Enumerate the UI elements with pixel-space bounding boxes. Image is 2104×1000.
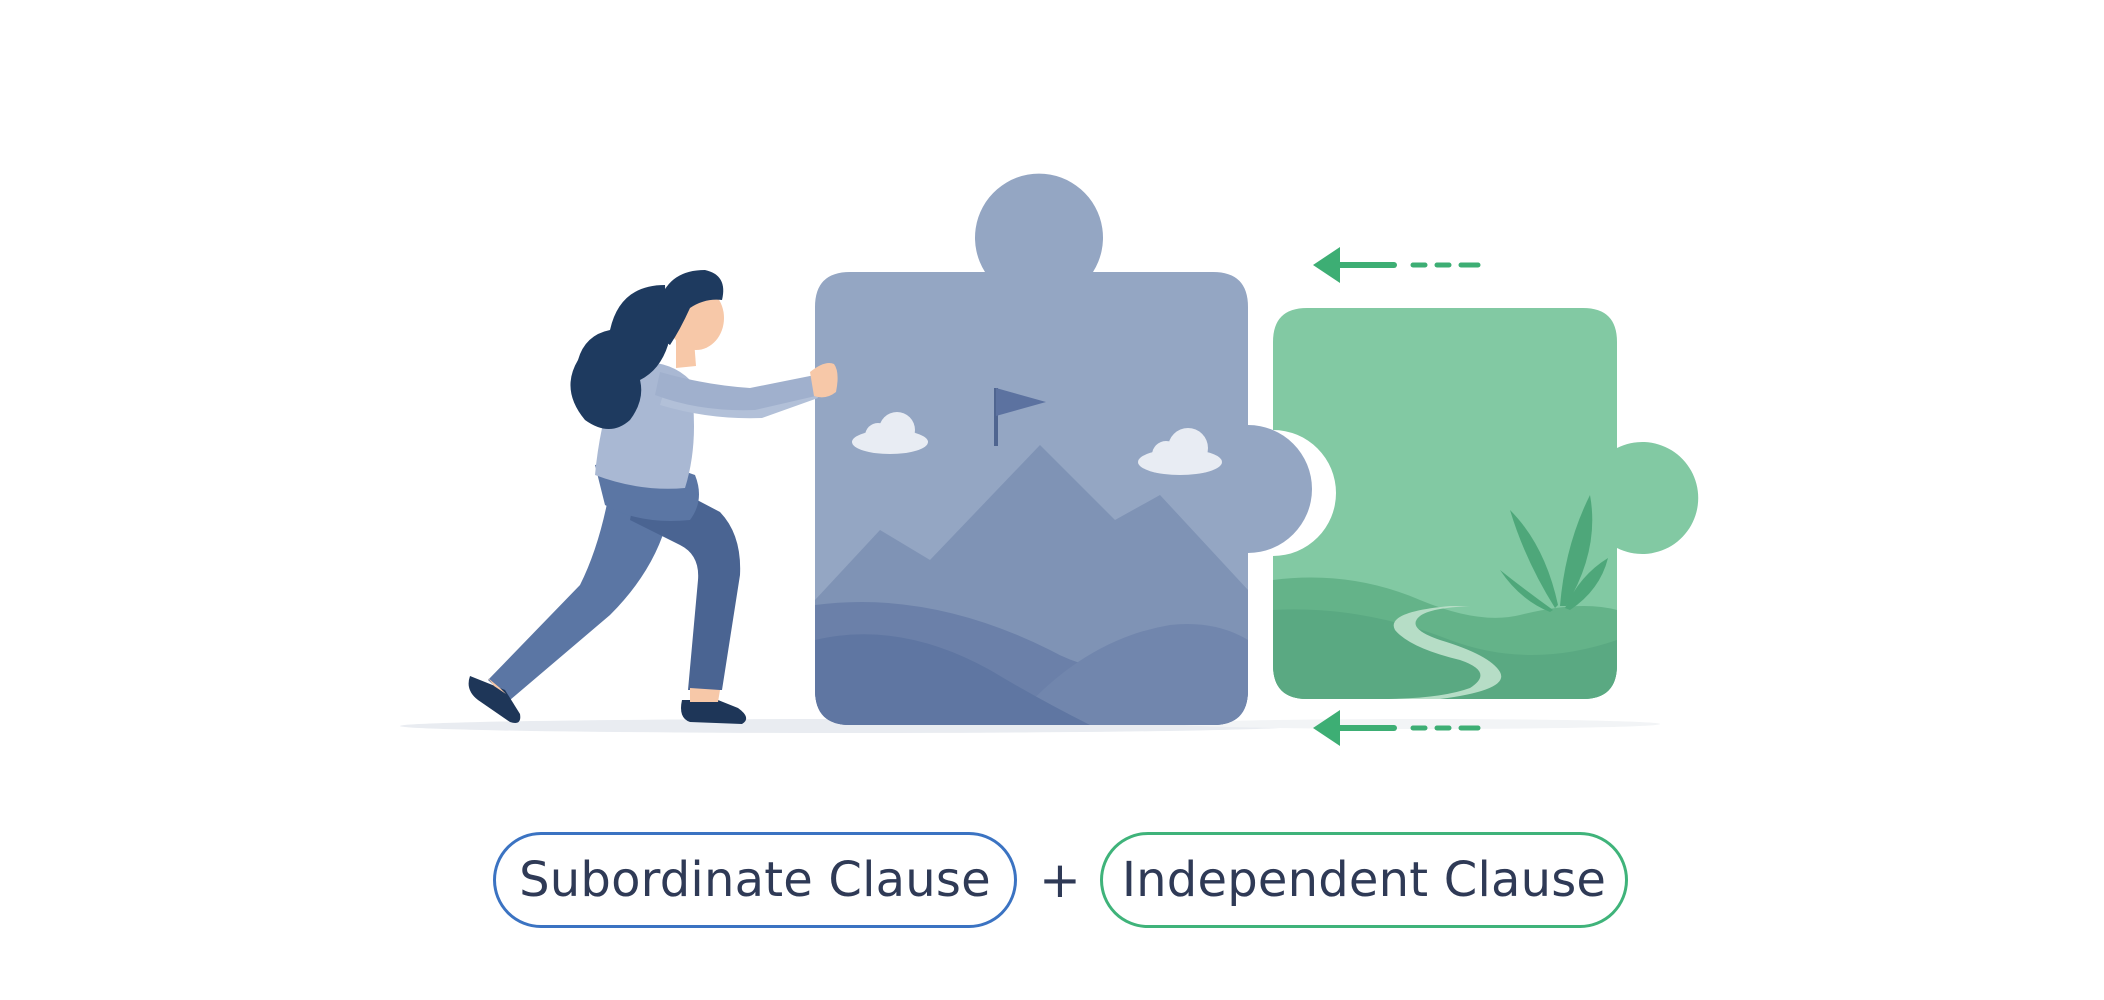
ground-shadow-right — [1180, 719, 1660, 729]
subordinate-clause-text: Subordinate Clause — [519, 852, 991, 908]
subordinate-clause-piece — [815, 173, 1312, 725]
independent-clause-piece — [1273, 308, 1699, 699]
subordinate-clause-label: Subordinate Clause — [493, 832, 1017, 928]
independent-clause-label: Independent Clause — [1100, 832, 1628, 928]
cloud-icon — [852, 412, 928, 454]
plant-icon — [1500, 495, 1608, 612]
arrow-left-icon — [1313, 247, 1481, 283]
person-pushing-figure — [468, 270, 838, 724]
plus-operator: + — [1039, 851, 1081, 909]
flag-icon — [994, 388, 1046, 446]
arrow-left-icon — [1313, 710, 1481, 746]
cloud-icon — [1138, 428, 1222, 475]
independent-clause-text: Independent Clause — [1121, 852, 1607, 908]
